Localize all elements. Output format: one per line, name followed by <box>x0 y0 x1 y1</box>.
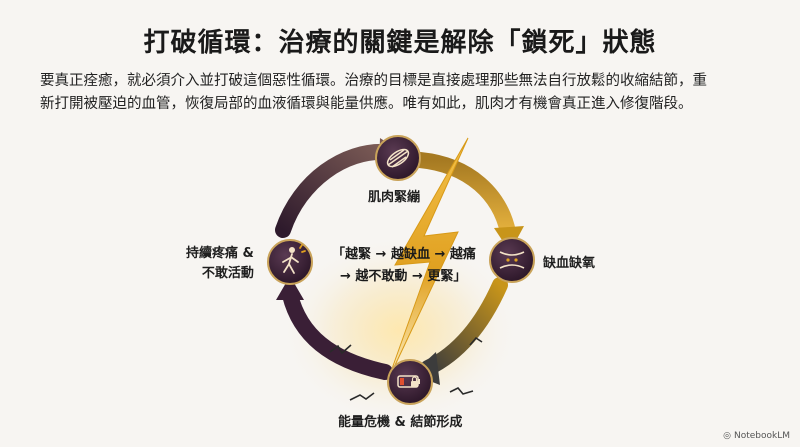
intro-paragraph: 要真正痊癒，就必須介入並打破這個惡性循環。治療的目標是直接處理那些無法自行放鬆的… <box>40 70 770 116</box>
node-energy-crisis <box>387 359 433 405</box>
arc-bottom-to-left <box>282 287 393 380</box>
label-muscle-tension: 肌肉緊繃 <box>368 190 421 205</box>
bolt-glow <box>280 235 520 425</box>
watermark: ◎ NotebookLM <box>723 431 790 441</box>
cycle-summary-line-2: → 越不敢動 → 更緊」 <box>340 269 467 284</box>
node-pain-inactivity <box>267 239 313 285</box>
intro-line-1: 要真正痊癒，就必須介入並打破這個惡性循環。治療的目標是直接處理那些無法自行放鬆的… <box>40 73 707 89</box>
pain-person-icon <box>282 244 306 274</box>
arc-top-to-right <box>412 152 516 240</box>
arc-left-to-top <box>275 143 393 238</box>
low-battery-lock-icon <box>397 375 420 388</box>
intro-line-2: 新打開被壓迫的血管，恢復局部的血液循環與能量供應。唯有如此，肌肉才有機會真正進入… <box>40 96 693 112</box>
label-ischemia-hypoxia: 缺血缺氧 <box>543 256 596 271</box>
narrowed-vessel-icon <box>499 251 525 269</box>
node-muscle-tension <box>375 135 421 181</box>
cycle-summary-line-1: 「越緊 → 越缺血 → 越痛 <box>332 247 476 262</box>
notebooklm-logo-icon: ◎ <box>723 431 731 441</box>
label-pain-line-2: 不敢活動 <box>201 266 254 281</box>
node-ischemia-hypoxia <box>489 237 535 283</box>
arrowhead-left <box>276 276 304 300</box>
cycle-summary: 「越緊 → 越缺血 → 越痛 → 越不敢動 → 更緊」 <box>332 244 482 288</box>
watermark-text: NotebookLM <box>733 431 790 441</box>
label-pain-inactivity: 持續疼痛 & 不敢活動 <box>186 244 254 284</box>
crack-marks <box>329 336 483 401</box>
label-energy-crisis: 能量危機 & 結節形成 <box>338 415 463 430</box>
label-pain-line-1: 持續疼痛 & <box>186 246 254 261</box>
page-title: 打破循環：治療的關鍵是解除「鎖死」狀態 <box>143 28 657 58</box>
muscle-fiber-icon <box>386 148 410 168</box>
